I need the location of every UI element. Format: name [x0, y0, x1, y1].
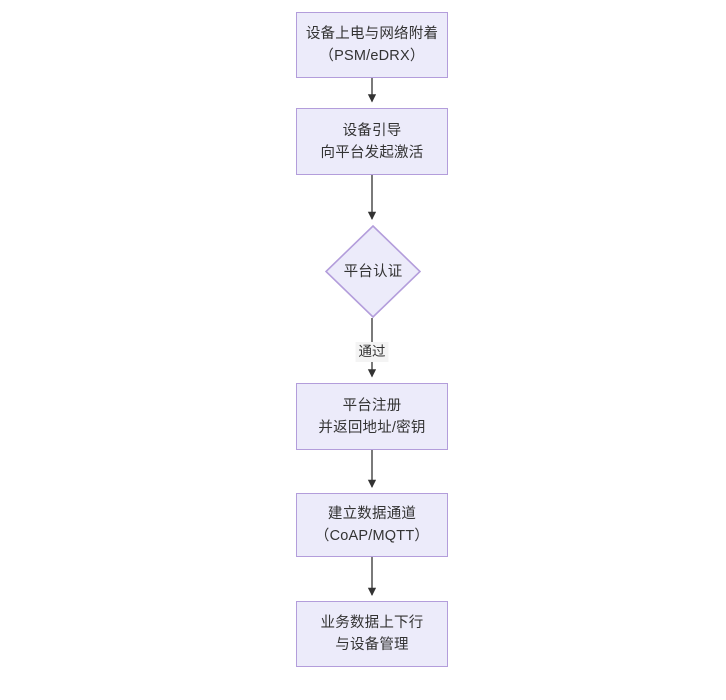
- node-label-line2: 并返回地址/密钥: [318, 419, 426, 436]
- node-platform-register[interactable]: 平台注册 并返回地址/密钥: [296, 383, 448, 450]
- node-business-data-and-device-mgmt[interactable]: 业务数据上下行 与设备管理: [296, 601, 448, 667]
- node-device-bootstrap[interactable]: 设备引导 向平台发起激活: [296, 108, 448, 175]
- edge-label-pass: 通过: [355, 342, 389, 362]
- node-establish-data-channel[interactable]: 建立数据通道 （CoAP/MQTT）: [296, 493, 448, 557]
- node-label-line1: 平台认证: [343, 263, 403, 280]
- node-label-line2: 向平台发起激活: [320, 144, 424, 161]
- node-label-line2: （CoAP/MQTT）: [314, 528, 430, 544]
- node-label-line1: 建立数据通道: [327, 506, 417, 522]
- node-label-line1: 业务数据上下行: [320, 615, 424, 631]
- diamond-shape: [325, 225, 421, 318]
- node-label-line1: 设备引导: [342, 122, 402, 139]
- node-label-line1: 平台注册: [342, 397, 402, 414]
- node-label-line2: （PSM/eDRX）: [319, 48, 425, 64]
- node-label-line2: 与设备管理: [335, 637, 409, 653]
- node-platform-auth-decision[interactable]: 平台认证: [325, 225, 421, 318]
- node-label-line1: 设备上电与网络附着: [305, 26, 439, 42]
- node-device-power-on[interactable]: 设备上电与网络附着 （PSM/eDRX）: [296, 12, 448, 78]
